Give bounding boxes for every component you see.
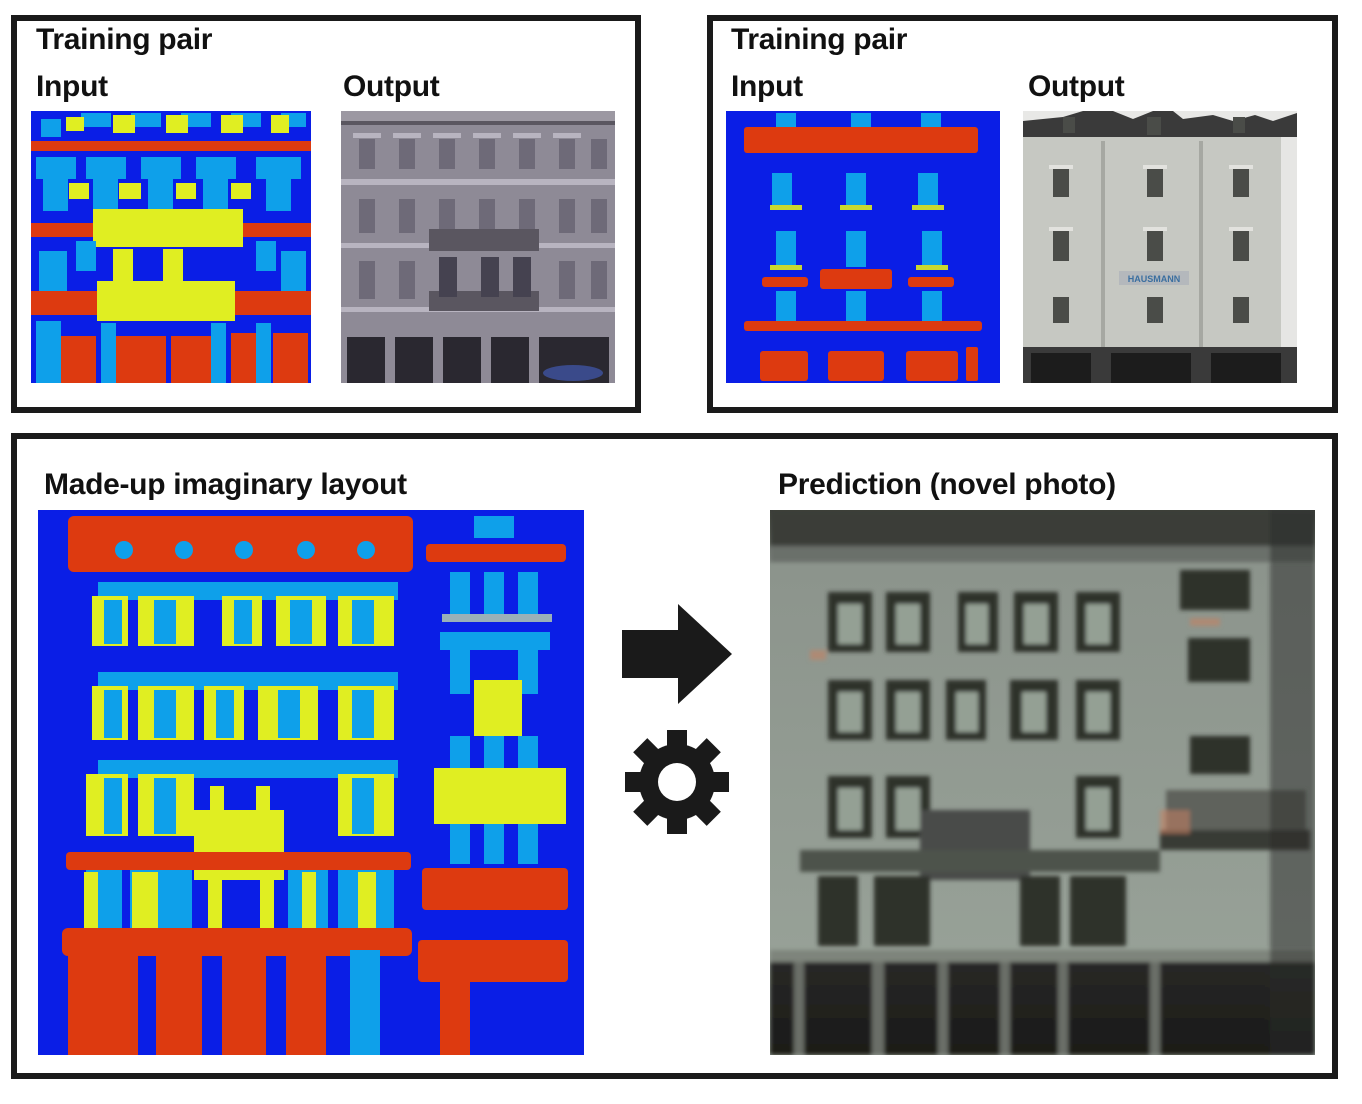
- output-label-1: Output: [343, 70, 440, 103]
- prediction-label: Prediction (novel photo): [778, 468, 1116, 501]
- facade-photo-output-2: HAUSMANN: [1023, 111, 1297, 383]
- prediction-photo: [770, 510, 1315, 1055]
- output-label-2: Output: [1028, 70, 1125, 103]
- training-pair-title-1: Training pair: [36, 23, 213, 56]
- label-map-input-1: [31, 111, 311, 383]
- gear-icon: [624, 729, 730, 835]
- input-label-2: Input: [731, 70, 803, 103]
- arrow-right-icon: [622, 604, 732, 704]
- hausmann-sign-text: HAUSMANN: [1128, 274, 1181, 284]
- label-map-input-2: [726, 111, 1000, 383]
- imaginary-layout-label: Made-up imaginary layout: [44, 468, 407, 501]
- imaginary-layout-map: [38, 510, 584, 1055]
- input-label-1: Input: [36, 70, 108, 103]
- training-pair-title-2: Training pair: [731, 23, 908, 56]
- facade-photo-output-1: [341, 111, 615, 383]
